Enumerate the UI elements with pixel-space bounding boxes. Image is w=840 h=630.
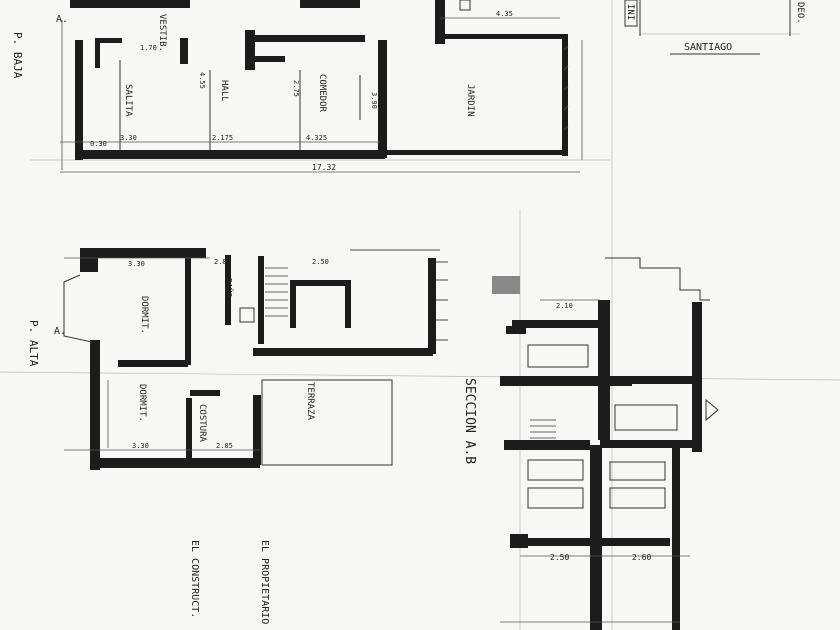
labels: VESTIB. SALITA HALL COMEDOR JARDIN BAÑO … — [11, 2, 805, 624]
marker-a-top: A. — [56, 14, 68, 25]
dim-label: 2.85 — [216, 442, 233, 450]
dim-label: 3.90 — [370, 92, 378, 109]
room-label-hall: HALL — [219, 80, 229, 102]
plan-baja — [60, 0, 791, 173]
dim-label: 2.85 — [214, 258, 231, 266]
dim-label: 2.75 — [292, 80, 300, 97]
room-label-comedor: COMEDOR — [317, 74, 327, 113]
room-label-jardin: JARDIN — [465, 84, 475, 117]
dim-label: 3.30 — [128, 260, 145, 268]
title-santiago: SANTIAGO — [684, 42, 732, 53]
room-label-costura: COSTURA — [197, 404, 207, 443]
dim-label: 3.30 — [132, 442, 149, 450]
title-ini: INI — [625, 4, 635, 20]
room-label-terraza: TERRAZA — [305, 382, 315, 421]
dim-label: 2.50 — [550, 553, 569, 562]
dim-label: 3.30 — [120, 134, 137, 142]
marker-a-mid: A. — [54, 326, 66, 337]
section-label: SECCION A.B — [462, 378, 477, 464]
sign-label-constructor: EL CONSTRUCT. — [189, 540, 200, 618]
dim-label: 2.60 — [632, 553, 651, 562]
plan-alta — [63, 248, 448, 470]
dim-label: 2.175 — [212, 134, 233, 142]
sign-label-propietario: EL PROPIETARIO — [259, 540, 270, 624]
section-ab — [492, 257, 719, 630]
dim-label: 4.325 — [306, 134, 327, 142]
dim-label: 0.30 — [90, 140, 107, 148]
dim-label: 2.50 — [312, 258, 329, 266]
side-label-alta: P. ALTA — [27, 320, 40, 367]
dim-label: 17.32 — [312, 163, 336, 172]
dim-label: 2.10 — [556, 302, 573, 310]
dim-label: 1.70 — [140, 44, 157, 52]
dim-label: 4.55 — [198, 72, 206, 89]
room-label-dormit-2: DORMIT. — [137, 384, 147, 422]
room-label-vestib: VESTIB. — [157, 14, 167, 52]
dim-label: 4.35 — [496, 10, 513, 18]
side-label-baja: P. BAJA — [11, 32, 24, 79]
room-label-dormit-1: DORMIT. — [139, 296, 149, 334]
room-label-bano: BAÑO — [224, 278, 234, 297]
title-deo: DEO. — [795, 2, 805, 24]
room-label-salita: SALITA — [123, 84, 133, 117]
